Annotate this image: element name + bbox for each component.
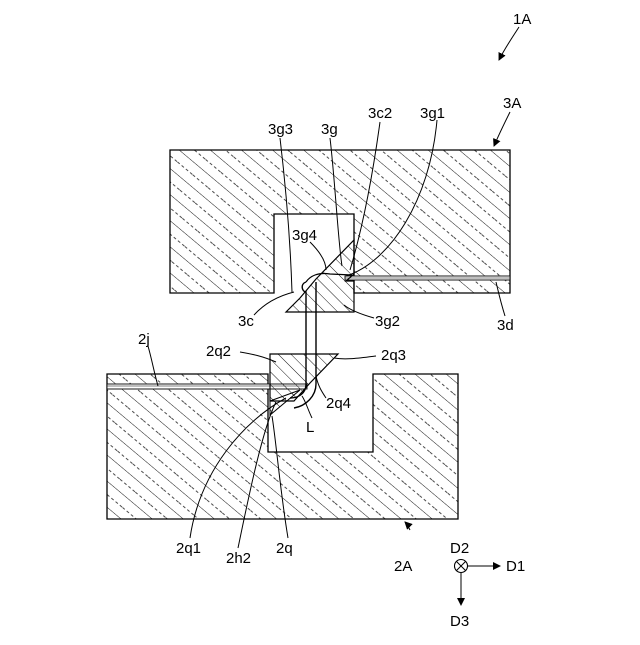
label-2A: 2A <box>394 558 412 575</box>
label-3d: 3d <box>497 317 514 334</box>
label-1A: 1A <box>513 11 531 28</box>
joint-block-3g <box>286 240 354 312</box>
label-2j: 2j <box>138 331 150 348</box>
label-3A: 3A <box>503 95 521 112</box>
label-L: L <box>306 419 314 436</box>
label-3g2: 3g2 <box>375 313 400 330</box>
label-D2: D2 <box>450 540 469 557</box>
label-3c2: 3c2 <box>368 105 392 122</box>
label-2q4: 2q4 <box>326 395 351 412</box>
label-3g4: 3g4 <box>292 227 317 244</box>
label-3g: 3g <box>321 121 338 138</box>
label-2q3: 2q3 <box>381 347 406 364</box>
label-2q2: 2q2 <box>206 343 231 360</box>
label-2h2: 2h2 <box>226 550 251 567</box>
direction-indicator: D2 D1 D3 <box>450 540 525 630</box>
label-D1: D1 <box>506 558 525 575</box>
label-2q: 2q <box>276 540 293 557</box>
label-2q1: 2q1 <box>176 540 201 557</box>
label-D3: D3 <box>450 613 469 630</box>
label-3g1: 3g1 <box>420 105 445 122</box>
label-3g3: 3g3 <box>268 121 293 138</box>
label-3c: 3c <box>238 313 254 330</box>
